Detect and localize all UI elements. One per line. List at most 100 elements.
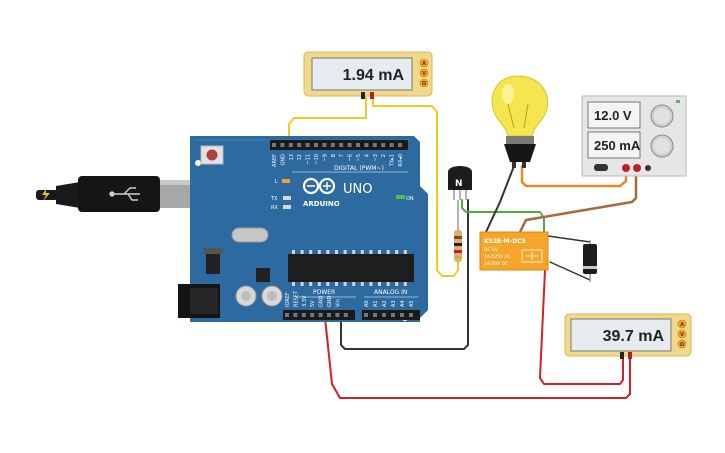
analog-label: ANALOG IN — [374, 289, 407, 296]
chip-pin — [369, 250, 373, 254]
supply-current: 250 mA — [594, 138, 641, 153]
capacitor — [261, 285, 283, 307]
analog-pin-socket[interactable] — [409, 313, 413, 317]
digital-pin-socket[interactable] — [288, 143, 293, 147]
chip-pin — [300, 250, 304, 254]
power-supply[interactable]: 12.0 V 250 mA — [581, 95, 687, 177]
digital-pin-socket[interactable] — [305, 143, 310, 147]
meter-mode-button[interactable] — [419, 68, 429, 78]
wire-black-gnd-to-transistor[interactable] — [340, 199, 469, 350]
meter-mode-label: A — [422, 61, 426, 67]
wire-green-transistor-to-relay[interactable] — [461, 199, 545, 233]
digital-pin-socket[interactable] — [322, 143, 327, 147]
chip-pin — [300, 282, 304, 286]
multimeter-top[interactable]: 1.94 mA AVΩ — [303, 51, 433, 99]
power-pin-socket[interactable] — [293, 313, 298, 317]
rx-led-label: RX — [271, 205, 278, 211]
analog-pin-socket[interactable] — [364, 313, 368, 317]
digital-pin-socket[interactable] — [389, 143, 394, 147]
supply-terminal-positive[interactable] — [622, 164, 630, 172]
meter-mode-label: V — [680, 332, 684, 338]
wire-black-relay-to-diode[interactable] — [547, 235, 591, 243]
multimeter-right[interactable]: 39.7 mA AVΩ — [564, 313, 692, 359]
digital-pin-label: GND — [280, 154, 286, 166]
meter-mode-button[interactable] — [419, 58, 429, 68]
wire-red-5v-to-meter[interactable] — [324, 317, 631, 399]
digital-pin-socket[interactable] — [339, 143, 344, 147]
analog-pin-label: A4 — [400, 300, 406, 307]
power-pin-socket[interactable] — [310, 313, 315, 317]
power-pin-socket[interactable] — [343, 313, 348, 317]
meter-mode-button[interactable] — [419, 78, 429, 88]
relay[interactable]: KS2E-M-DC5 DC 5V 1A/125V AC 2A/30V DC — [479, 231, 549, 271]
power-header[interactable] — [283, 310, 355, 320]
analog-pin-socket[interactable] — [373, 313, 377, 317]
digital-pin-socket[interactable] — [280, 143, 285, 147]
digital-pin-socket[interactable] — [381, 143, 386, 147]
transistor[interactable]: N — [448, 166, 472, 200]
power-pin-socket[interactable] — [318, 313, 323, 317]
chip-pin — [395, 282, 399, 286]
relay-symbol-icon — [521, 249, 543, 263]
usb-cable[interactable] — [36, 176, 212, 212]
capacitor — [235, 285, 257, 307]
analog-pin-socket[interactable] — [400, 313, 404, 317]
power-pin-label: GND — [319, 295, 325, 307]
digital-pin-label: ~6 — [348, 154, 354, 161]
analog-pin-socket[interactable] — [391, 313, 395, 317]
power-pin-label: IOREF — [285, 292, 291, 307]
resistor[interactable] — [454, 200, 462, 262]
wire-yellow-meter-to-resistor[interactable] — [372, 95, 459, 277]
digital-pin-socket[interactable] — [330, 143, 335, 147]
wire-yellow-meter-to-board[interactable] — [288, 95, 367, 153]
meter-mode-button[interactable] — [677, 339, 687, 349]
wire-black-diode-to-relay[interactable] — [549, 261, 591, 281]
supply-terminal-negative[interactable] — [633, 164, 641, 172]
digital-header[interactable] — [270, 140, 408, 150]
digital-pin-socket[interactable] — [364, 143, 369, 147]
wire-red-relay-to-meter[interactable] — [539, 269, 624, 385]
power-pin-socket[interactable] — [335, 313, 340, 317]
analog-pin-label: A2 — [382, 300, 388, 307]
digital-pin-label: AREF — [272, 154, 278, 167]
digital-pin-socket[interactable] — [372, 143, 377, 147]
arduino-model: UNO — [343, 182, 372, 197]
meter-mode-button[interactable] — [677, 319, 687, 329]
analog-header[interactable] — [362, 310, 420, 320]
relay-line1: DC 5V — [484, 247, 499, 253]
power-pin-label: 5V — [310, 300, 316, 307]
rx-led — [283, 205, 291, 209]
current-knob[interactable] — [650, 134, 674, 158]
diode[interactable] — [583, 240, 597, 282]
chip-pin — [326, 282, 330, 286]
light-bulb[interactable] — [491, 75, 549, 168]
power-pin-socket[interactable] — [327, 313, 331, 317]
chip-pin — [309, 250, 313, 254]
power-pin-socket[interactable] — [285, 313, 289, 317]
wires — [288, 95, 638, 399]
digital-pin-socket[interactable] — [272, 143, 276, 147]
on-led-label: ON — [406, 196, 414, 202]
microcontroller-chip — [288, 250, 414, 286]
digital-pin-label: ~10 — [314, 154, 320, 165]
digital-pin-socket[interactable] — [314, 143, 318, 147]
voltage-knob[interactable] — [650, 104, 674, 128]
supply-switch[interactable] — [594, 164, 608, 171]
meter-mode-button[interactable] — [677, 329, 687, 339]
relay-line3: 2A/30V DC — [484, 261, 508, 267]
chip-pin — [352, 282, 356, 286]
wire-orange-bulb-to-supply[interactable] — [520, 164, 628, 188]
digital-pin-socket[interactable] — [398, 143, 402, 147]
analog-pin-socket[interactable] — [382, 313, 386, 317]
wire-black-bulb-to-transistor[interactable] — [485, 165, 515, 233]
digital-pin-socket[interactable] — [297, 143, 302, 147]
power-jack[interactable] — [178, 284, 220, 318]
digital-pin-socket[interactable] — [356, 143, 360, 147]
chip-pin — [292, 250, 295, 254]
power-pin-label: RESET — [293, 290, 299, 307]
wire-brown-supply-to-relay[interactable] — [518, 170, 638, 234]
digital-pin-socket[interactable] — [347, 143, 352, 147]
power-pin-socket[interactable] — [301, 313, 306, 317]
reset-button[interactable] — [200, 145, 224, 165]
